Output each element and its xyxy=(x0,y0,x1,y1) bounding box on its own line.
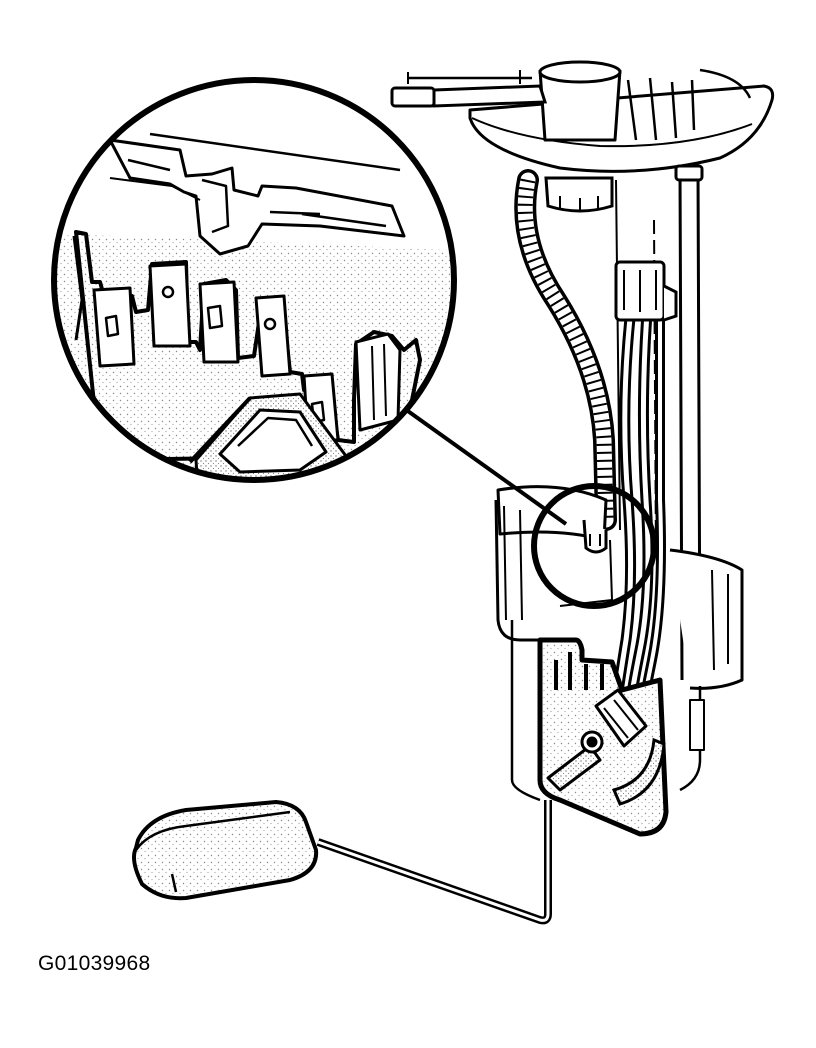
flange-connector xyxy=(544,176,614,213)
figure-id-label: G01039968 xyxy=(38,952,151,975)
sender-connector xyxy=(546,688,648,792)
harness-top-connector xyxy=(614,260,678,322)
float xyxy=(132,800,319,901)
corrugated-fuel-hose xyxy=(514,169,617,531)
magnifier-circle-icon xyxy=(531,483,657,609)
module-flange xyxy=(468,60,775,173)
reservoir-body xyxy=(494,485,744,802)
detail-callout xyxy=(396,402,657,609)
wire-harness xyxy=(608,299,666,723)
float-arm xyxy=(316,800,552,925)
sender-resistor-arc xyxy=(611,737,666,806)
detail-magnifier xyxy=(51,77,457,483)
fuel-outlet-pipe xyxy=(390,70,548,108)
